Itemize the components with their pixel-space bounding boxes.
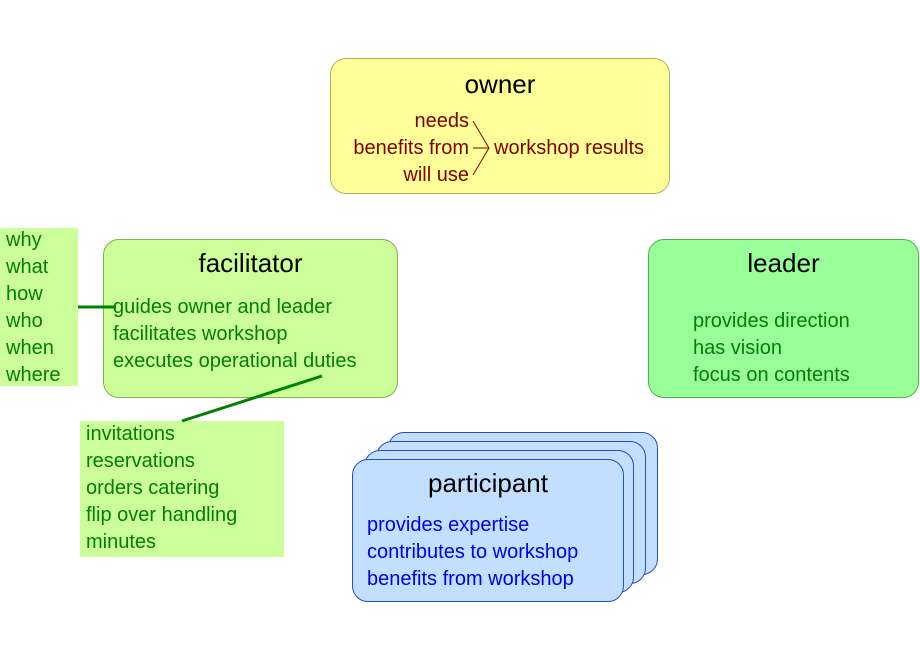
- participant-role: benefits from workshop: [367, 568, 574, 590]
- participant-roles: provides expertise contributes to worksh…: [367, 512, 578, 593]
- leader-role: focus on contents: [693, 364, 850, 386]
- questions-note: why what how who when where: [0, 228, 78, 386]
- leader-roles: provides direction has vision focus on c…: [693, 308, 850, 389]
- participant-role: contributes to workshop: [367, 541, 579, 563]
- question-item: how: [6, 283, 43, 305]
- duties-connector: [181, 374, 323, 423]
- owner-relation-will-use: will use: [403, 164, 469, 186]
- facilitator-roles: guides owner and leader facilitates work…: [113, 294, 357, 375]
- question-item: where: [6, 364, 61, 386]
- owner-relation-arrow: [472, 120, 490, 176]
- duty-item: orders catering: [86, 477, 220, 499]
- leader-role: has vision: [693, 337, 782, 359]
- question-item: when: [6, 337, 54, 359]
- duty-item: reservations: [86, 450, 195, 472]
- participant-role: provides expertise: [367, 514, 530, 536]
- owner-title: owner: [464, 69, 536, 99]
- question-item: why: [6, 229, 42, 251]
- question-item: who: [6, 310, 43, 332]
- operational-duties-note: invitations reservations orders catering…: [80, 421, 284, 557]
- duty-item: flip over handling: [86, 504, 238, 526]
- questions-list: why what how who when where: [6, 227, 60, 389]
- duty-item: minutes: [86, 531, 157, 553]
- owner-target: workshop results: [494, 137, 645, 159]
- facilitator-role: guides owner and leader: [113, 296, 333, 318]
- facilitator-role: executes operational duties: [113, 350, 357, 372]
- duty-item: invitations: [86, 423, 175, 445]
- participant-node: participant provides expertise contribut…: [352, 459, 624, 602]
- leader-node: leader provides direction has vision foc…: [648, 239, 919, 398]
- facilitator-node: facilitator guides owner and leader faci…: [103, 239, 398, 398]
- owner-node: owner needs benefits from will use works…: [330, 58, 670, 194]
- owner-relations: needs benefits from will use: [331, 108, 469, 189]
- facilitator-title: facilitator: [198, 248, 303, 278]
- participant-title: participant: [428, 468, 548, 498]
- leader-role: provides direction: [693, 310, 850, 332]
- owner-relation-needs: needs: [414, 110, 470, 132]
- leader-title: leader: [747, 248, 820, 278]
- question-item: what: [6, 256, 49, 278]
- owner-relation-benefits-from: benefits from: [353, 137, 469, 159]
- operational-duties-list: invitations reservations orders catering…: [86, 421, 237, 556]
- facilitator-role: facilitates workshop: [113, 323, 288, 345]
